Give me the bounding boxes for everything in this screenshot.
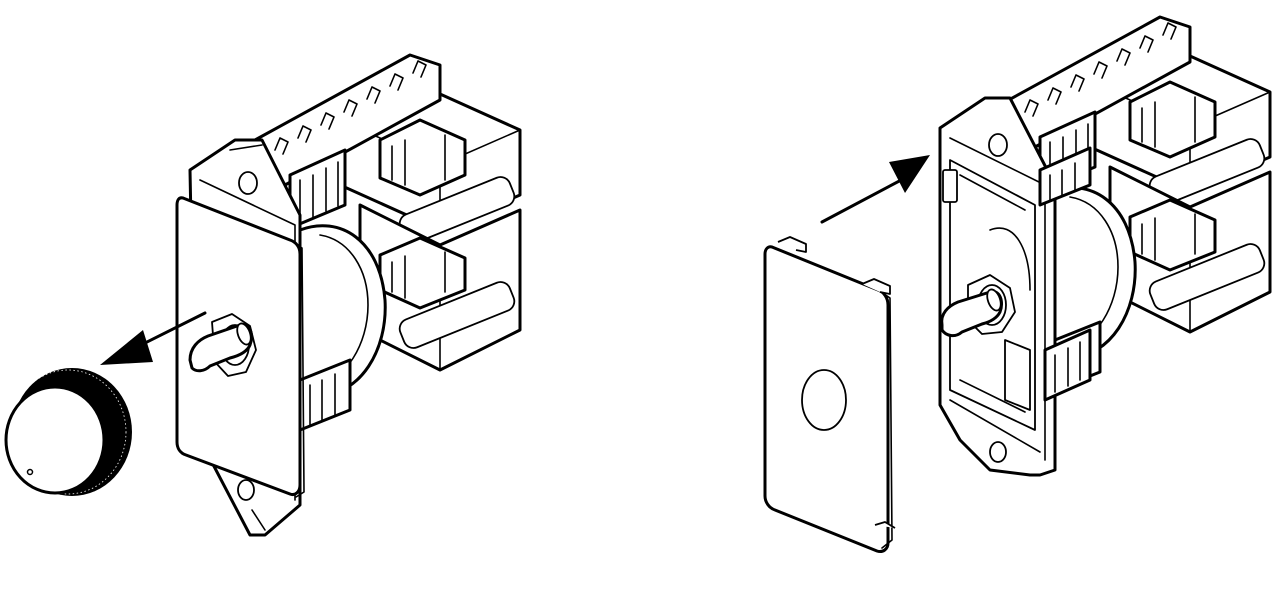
faceplate-icon bbox=[763, 236, 896, 553]
shaft-nut-left bbox=[188, 313, 257, 377]
knob-icon bbox=[4, 368, 132, 496]
panel-remove-knob bbox=[4, 53, 522, 537]
arrow-up-right-icon bbox=[820, 155, 930, 224]
arrow-left-icon bbox=[100, 311, 207, 365]
shaft-nut-right bbox=[940, 274, 1016, 338]
panel-attach-faceplate bbox=[763, 15, 1272, 553]
